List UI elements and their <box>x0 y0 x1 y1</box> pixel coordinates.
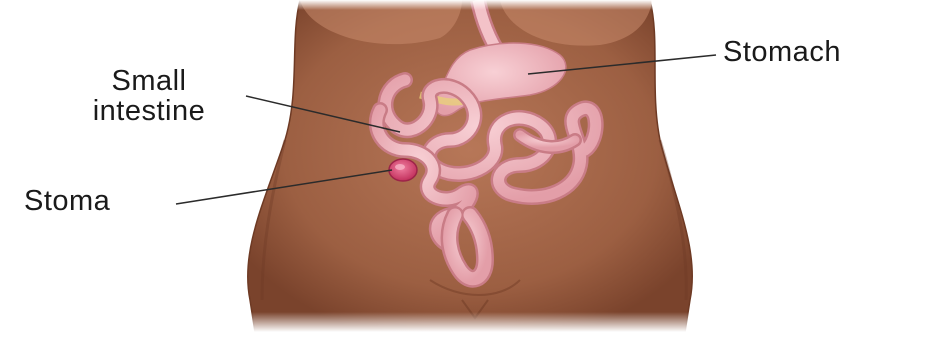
stomach-label: Stomach <box>723 37 841 67</box>
small-intestine-label: Small intestine <box>54 66 244 126</box>
stoma-label: Stoma <box>24 186 110 216</box>
small-intestine-label-line1: Small <box>54 66 244 96</box>
stoma <box>389 159 417 181</box>
small-intestine-label-line2: intestine <box>54 96 244 126</box>
